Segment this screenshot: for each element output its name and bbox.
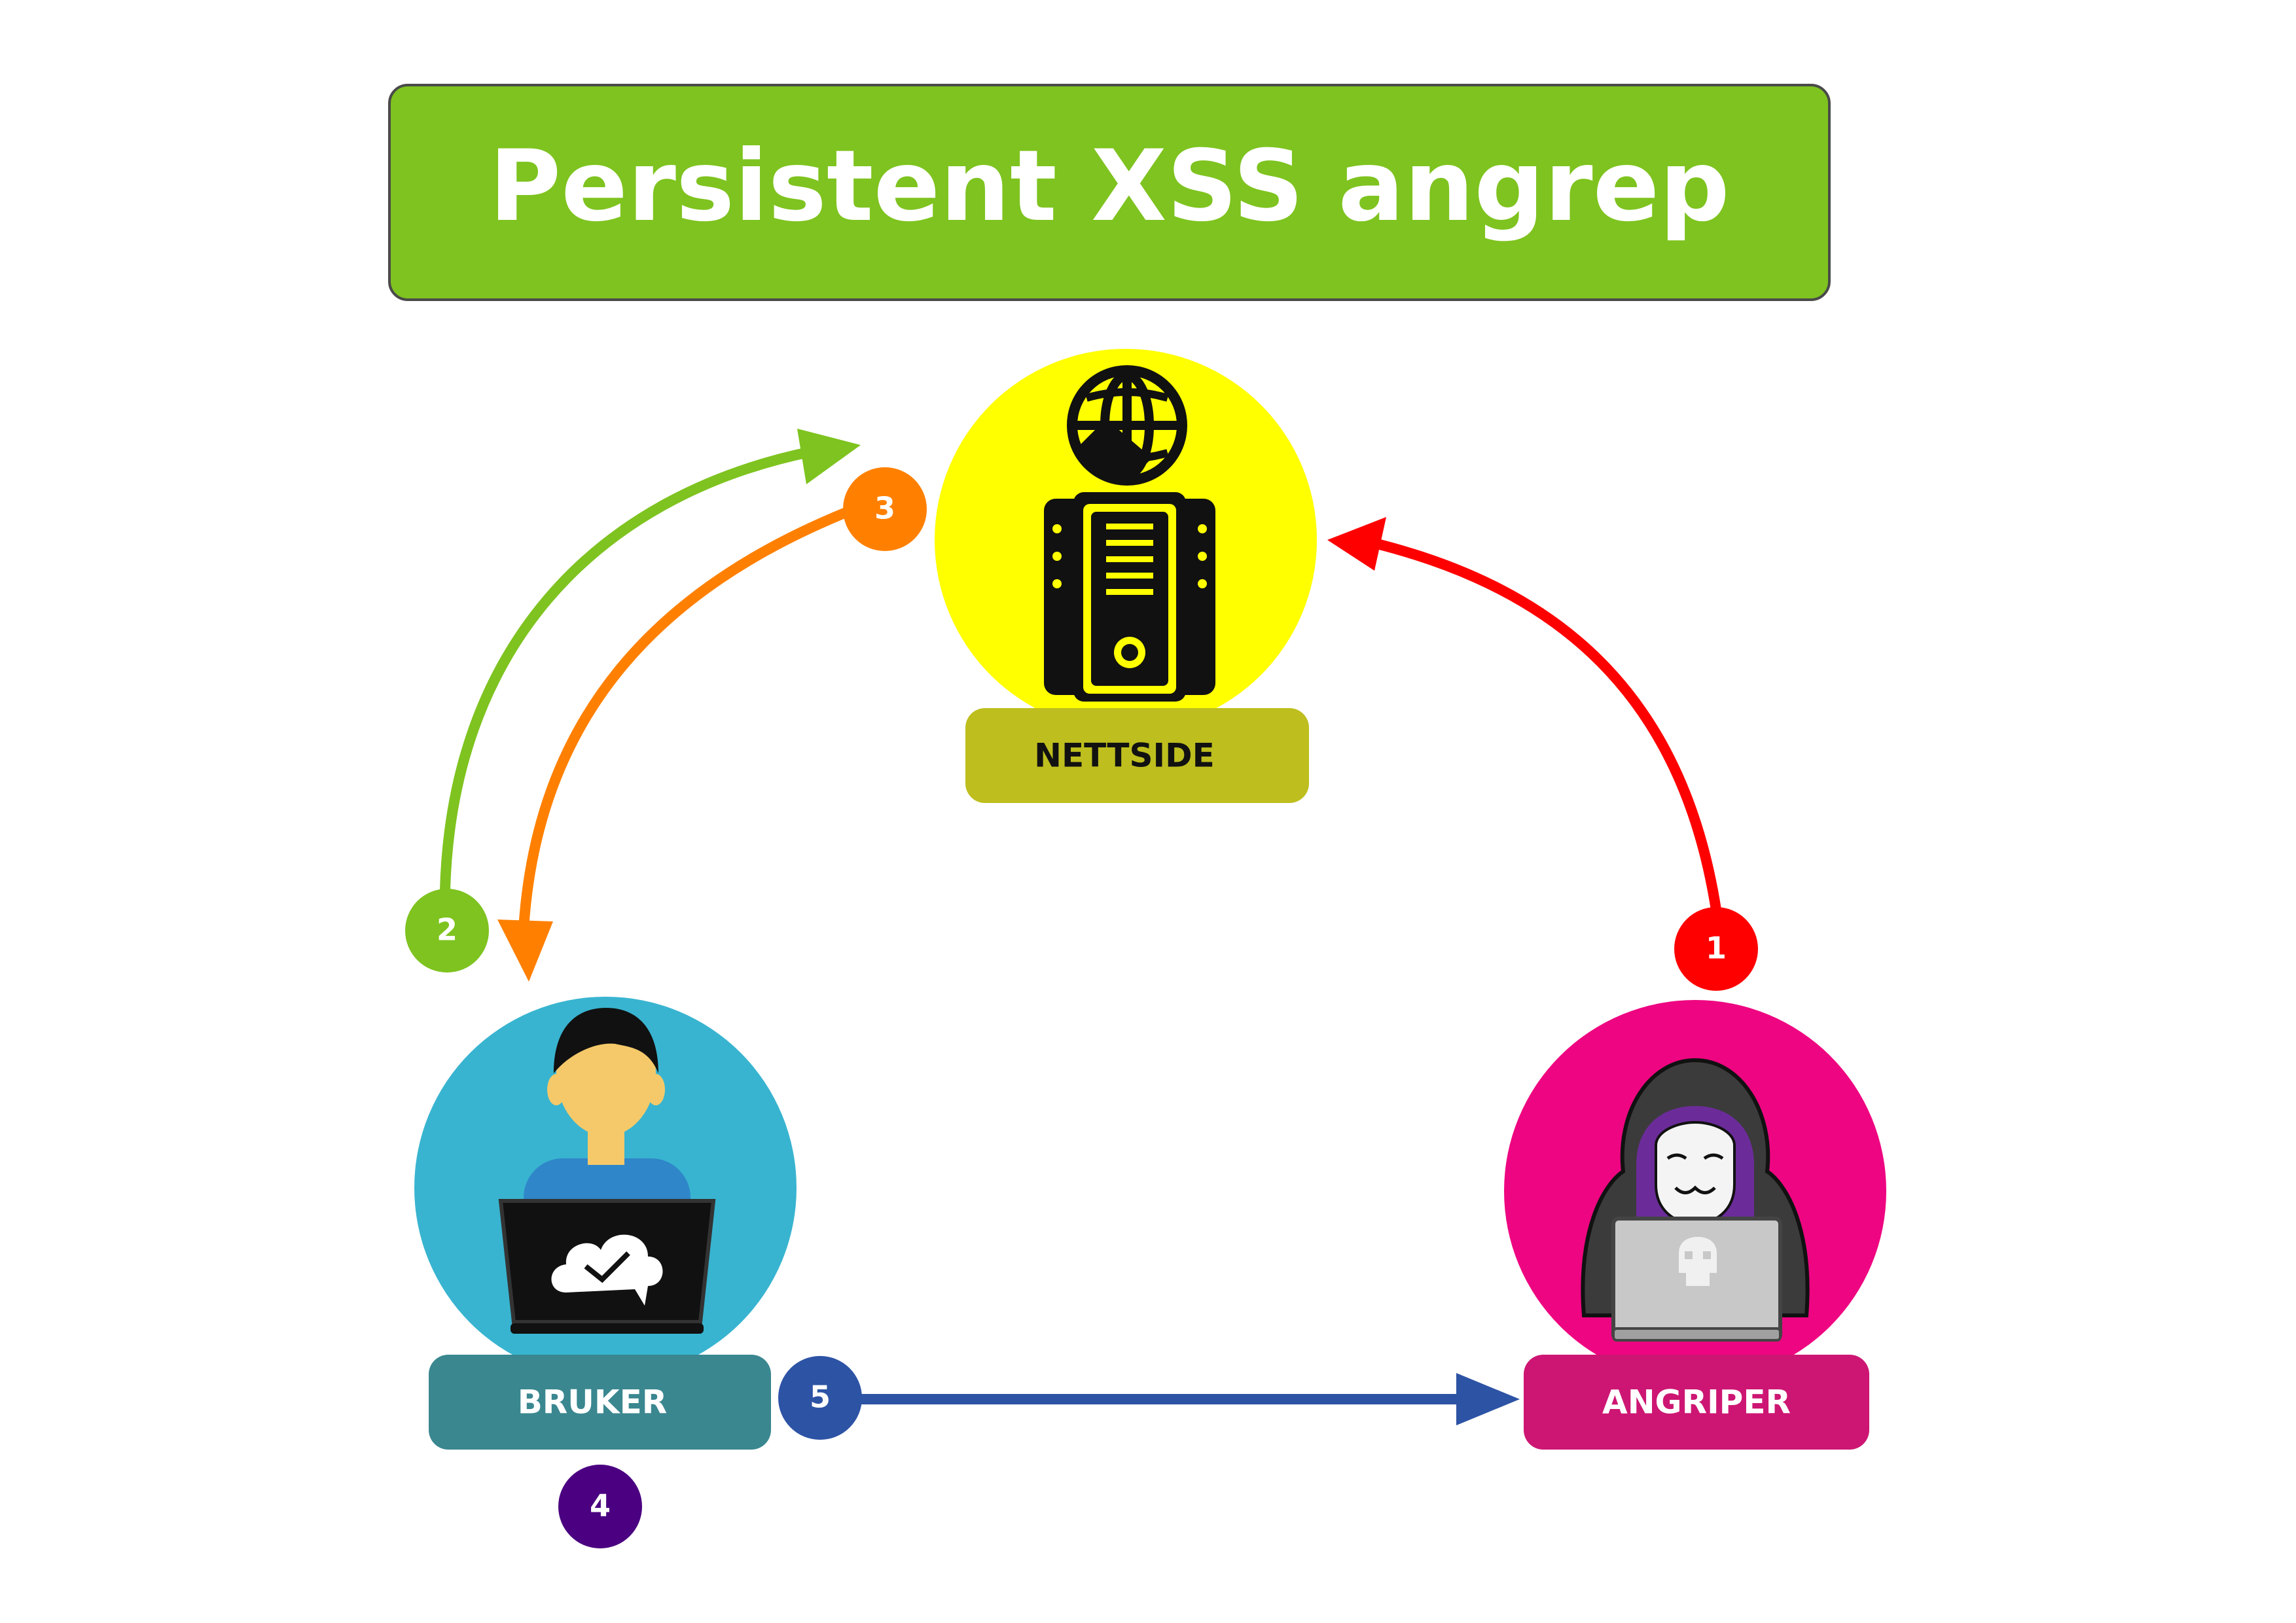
title-banner: Persistent XSS angrep [388,84,1831,301]
attacker-node: ANGRIPER [1504,1000,1886,1450]
step-2-number: 2 [437,912,457,948]
arrow-head-step-1 [1327,517,1386,571]
step-badge-5: 5 [778,1356,862,1440]
server-node: NETTSIDE [935,349,1317,803]
step-3-number: 3 [874,491,895,526]
arrow-head-step-2 [797,429,861,484]
cloud-check-icon [551,1234,663,1306]
attacker-label-box [1524,1355,1869,1450]
step-badge-1: 1 [1674,907,1758,991]
arrow-step-3 [518,505,853,930]
arrow-step-2 [440,446,813,891]
globe-icon [1067,365,1187,486]
user-label: BRUKER [518,1383,668,1421]
arrow-step-1 [1373,538,1721,911]
attacker-label: ANGRIPER [1602,1383,1791,1421]
step-1-number: 1 [1706,931,1727,966]
server-label-box [965,708,1309,803]
page-title: Persistent XSS angrep [489,130,1729,243]
step-4-number: 4 [590,1488,611,1524]
arrow-head-step-5 [1456,1373,1520,1425]
step-5-number: 5 [810,1380,831,1415]
step-badge-2: 2 [405,889,489,972]
server-tower-icon [1044,492,1215,702]
user-node: BRUKER [414,997,797,1450]
server-label: NETTSIDE [1034,737,1215,775]
skull-icon [1679,1237,1717,1286]
arrow-head-step-3 [497,919,553,982]
step-badge-3: 3 [843,467,927,551]
step-badge-4: 4 [558,1465,642,1548]
user-label-box [429,1355,771,1450]
